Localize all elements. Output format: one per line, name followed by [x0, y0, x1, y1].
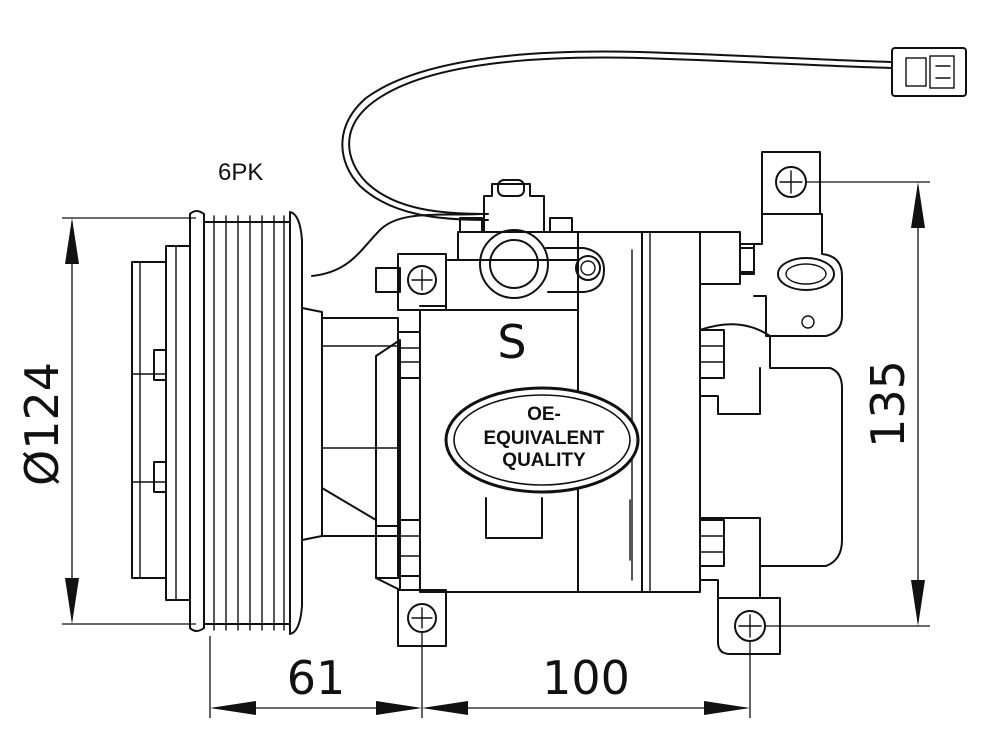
- pulley-diameter-value: Ø124: [15, 362, 69, 486]
- rear-top-bolt: [739, 247, 755, 273]
- valve-mark: S: [497, 315, 526, 369]
- clutch-wire: [311, 50, 893, 277]
- oe-quality-badge: OE- EQUIVALENT QUALITY: [444, 386, 640, 494]
- badge-line-3: QUALITY: [502, 450, 586, 471]
- height-value: 135: [861, 360, 915, 448]
- badge-line-1: OE-: [527, 404, 561, 425]
- pulley-diameter-dimension: Ø124: [15, 217, 196, 625]
- pulley-grooves: [213, 215, 285, 631]
- pulley: [165, 210, 399, 635]
- badge-line-2: EQUIVALENT: [483, 428, 604, 449]
- clutch-hub: [131, 261, 167, 579]
- front-head: [321, 267, 401, 591]
- pulley-groove-label: 6PK: [218, 159, 263, 186]
- mount-spacing-dimension: 100: [422, 640, 751, 718]
- pulley-to-mount-dimension: 61: [209, 632, 423, 718]
- rear-upper-bolt: [699, 329, 725, 379]
- front-upper-bolt: [397, 331, 421, 379]
- front-lower-bolt: [397, 519, 421, 577]
- height-dimension: 135: [766, 181, 930, 627]
- pulley-to-mount-value: 61: [287, 651, 346, 705]
- top-left-mount-ear: [397, 253, 447, 311]
- rear-lower-bolt: [699, 519, 725, 567]
- service-valve: [479, 179, 605, 299]
- compressor-body: [419, 217, 701, 593]
- wire-connector: [891, 47, 967, 97]
- rear-head: [699, 151, 843, 599]
- mount-spacing-value: 100: [542, 651, 630, 705]
